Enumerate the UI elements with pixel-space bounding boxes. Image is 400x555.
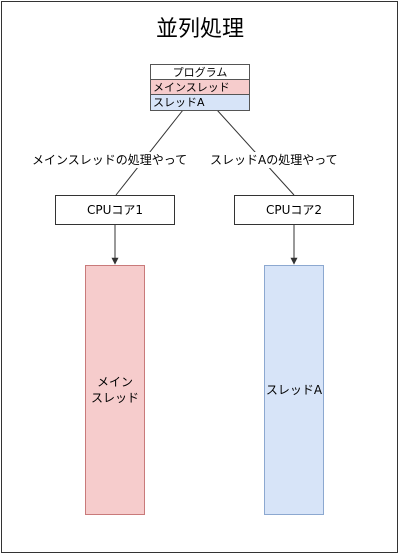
program-row-main-thread: メインスレッド <box>151 80 249 95</box>
program-box: プログラム メインスレッド スレッドA <box>150 64 250 111</box>
page-title: 並列処理 <box>155 17 244 42</box>
cpu-core-1: CPUコア1 <box>55 195 175 225</box>
cpu-core-2: CPUコア2 <box>234 195 354 225</box>
edge-label-main: メインスレッドの処理やって <box>31 152 189 168</box>
lane-thread-a-label: スレッドA <box>265 383 323 397</box>
program-row-thread-a: スレッドA <box>151 95 249 110</box>
lane-main-label-line1: メイン <box>96 375 133 389</box>
lane-thread-a: スレッドA <box>264 265 324 515</box>
lane-main-thread: メイン スレッド <box>85 265 145 515</box>
program-header: プログラム <box>151 65 249 80</box>
edge-label-thread-a: スレッドAの処理やって <box>209 152 339 168</box>
lane-main-label-line2: スレッド <box>90 391 139 405</box>
